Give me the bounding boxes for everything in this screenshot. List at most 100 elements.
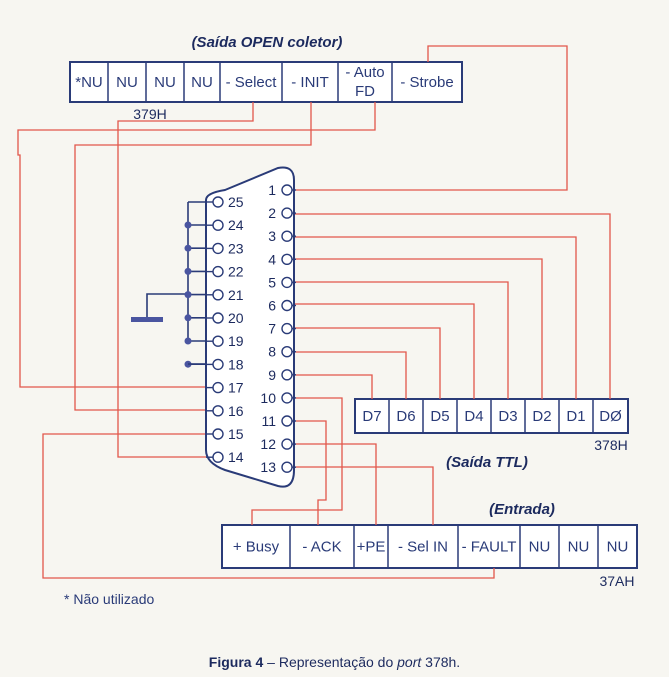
pin-13: 13 xyxy=(260,459,296,475)
svg-text:+ Busy: + Busy xyxy=(233,539,280,556)
pin-4: 4 xyxy=(268,251,296,267)
pin-1: 1 xyxy=(268,182,296,198)
pin-20: 20 xyxy=(206,310,244,326)
svg-text:17: 17 xyxy=(228,380,244,396)
svg-text:D3: D3 xyxy=(498,408,517,425)
figure-caption: Figura 4 – Representação do port 378h. xyxy=(0,654,669,670)
svg-text:NU: NU xyxy=(116,74,138,91)
svg-text:D5: D5 xyxy=(430,408,449,425)
pin-16: 16 xyxy=(206,403,244,419)
svg-text:11: 11 xyxy=(261,413,276,429)
svg-text:18: 18 xyxy=(228,356,244,372)
ttl-cell: D4 xyxy=(464,408,483,425)
pin-14: 14 xyxy=(206,449,244,465)
input-cell: +PE xyxy=(357,539,386,556)
input-cell: + Busy xyxy=(233,539,280,556)
pin-18: 18 xyxy=(206,356,244,372)
svg-text:21: 21 xyxy=(228,287,244,303)
svg-text:4: 4 xyxy=(268,251,276,267)
svg-text:D6: D6 xyxy=(396,408,415,425)
footnote: * Não utilizado xyxy=(64,591,155,607)
open-collector-cell: - Strobe xyxy=(400,74,453,91)
svg-text:NU: NU xyxy=(154,74,176,91)
caption-prefix: Figura 4 xyxy=(208,654,264,670)
svg-text:D7: D7 xyxy=(362,408,381,425)
svg-text:D2: D2 xyxy=(532,408,551,425)
svg-text:23: 23 xyxy=(228,240,244,256)
svg-text:NU: NU xyxy=(529,539,551,556)
pin-19: 19 xyxy=(206,333,244,349)
svg-text:D4: D4 xyxy=(464,408,483,425)
input-cell: - ACK xyxy=(302,539,341,556)
ttl-cell: D1 xyxy=(566,408,585,425)
svg-text:5: 5 xyxy=(268,274,276,290)
svg-text:12: 12 xyxy=(260,436,276,452)
open-collector-cell: - Select xyxy=(226,74,278,91)
ttl-cell: D6 xyxy=(396,408,415,425)
svg-text:DØ: DØ xyxy=(599,408,622,425)
ttl-cell: D5 xyxy=(430,408,449,425)
pin-15: 15 xyxy=(206,426,244,442)
caption-suffix: 378h. xyxy=(421,654,461,670)
pin-23: 23 xyxy=(206,240,244,256)
pin-11: 11 xyxy=(261,413,296,429)
svg-text:8: 8 xyxy=(268,344,276,360)
svg-text:6: 6 xyxy=(268,298,276,314)
db25-connector-shell xyxy=(205,166,295,488)
caption-italic: port xyxy=(397,654,422,670)
svg-text:16: 16 xyxy=(228,403,244,419)
pin-5: 5 xyxy=(268,274,296,290)
pin-10: 10 xyxy=(260,390,296,406)
pin-8: 8 xyxy=(268,344,296,360)
pin-17: 17 xyxy=(206,380,244,396)
input-cell: NU xyxy=(568,539,590,556)
svg-text:9: 9 xyxy=(268,367,276,383)
pin-9: 9 xyxy=(268,367,296,383)
svg-text:NU: NU xyxy=(607,539,629,556)
pin-6: 6 xyxy=(268,298,296,314)
input-title: (Entrada) xyxy=(489,501,555,518)
svg-text:- Strobe: - Strobe xyxy=(400,74,453,91)
svg-text:- INIT: - INIT xyxy=(291,74,329,91)
svg-text:- Select: - Select xyxy=(226,74,278,91)
pin-24: 24 xyxy=(206,217,244,233)
svg-text:2: 2 xyxy=(268,205,276,221)
svg-text:- ACK: - ACK xyxy=(302,539,341,556)
ttl-address: 378H xyxy=(594,437,627,453)
svg-text:NU: NU xyxy=(568,539,590,556)
open-collector-cell: NU xyxy=(154,74,176,91)
open-collector-cell: *NU xyxy=(75,74,103,91)
input-address: 37AH xyxy=(599,573,634,589)
parallel-port-diagram: (Saída OPEN coletor) (Saída TTL) (Entrad… xyxy=(17,34,638,589)
ground-bus xyxy=(131,201,213,368)
svg-text:FD: FD xyxy=(355,83,375,100)
input-cell: - Sel IN xyxy=(398,539,448,556)
svg-text:NU: NU xyxy=(191,74,213,91)
ttl-title: (Saída TTL) xyxy=(446,454,528,471)
open-collector-cell: NU xyxy=(116,74,138,91)
pin-2: 2 xyxy=(268,205,296,221)
ttl-register-box: D7 D6 D5 D4 D3 D2 D1 DØ xyxy=(354,398,629,434)
svg-text:24: 24 xyxy=(228,217,244,233)
input-cell: NU xyxy=(607,539,629,556)
svg-text:- Sel IN: - Sel IN xyxy=(398,539,448,556)
open-collector-cell: - INIT xyxy=(291,74,329,91)
ttl-cell: D7 xyxy=(362,408,381,425)
svg-text:1: 1 xyxy=(268,182,276,198)
svg-text:3: 3 xyxy=(268,228,276,244)
pin-22: 22 xyxy=(206,264,244,280)
wiring xyxy=(17,45,611,579)
pin-7: 7 xyxy=(268,321,296,337)
svg-text:- Auto: - Auto xyxy=(345,64,384,81)
svg-text:*NU: *NU xyxy=(75,74,103,91)
svg-text:15: 15 xyxy=(228,426,244,442)
svg-text:D1: D1 xyxy=(566,408,585,425)
caption-middle: – Representação do xyxy=(263,654,398,670)
input-cell: NU xyxy=(529,539,551,556)
ttl-cell: D2 xyxy=(532,408,551,425)
svg-text:14: 14 xyxy=(228,449,244,465)
